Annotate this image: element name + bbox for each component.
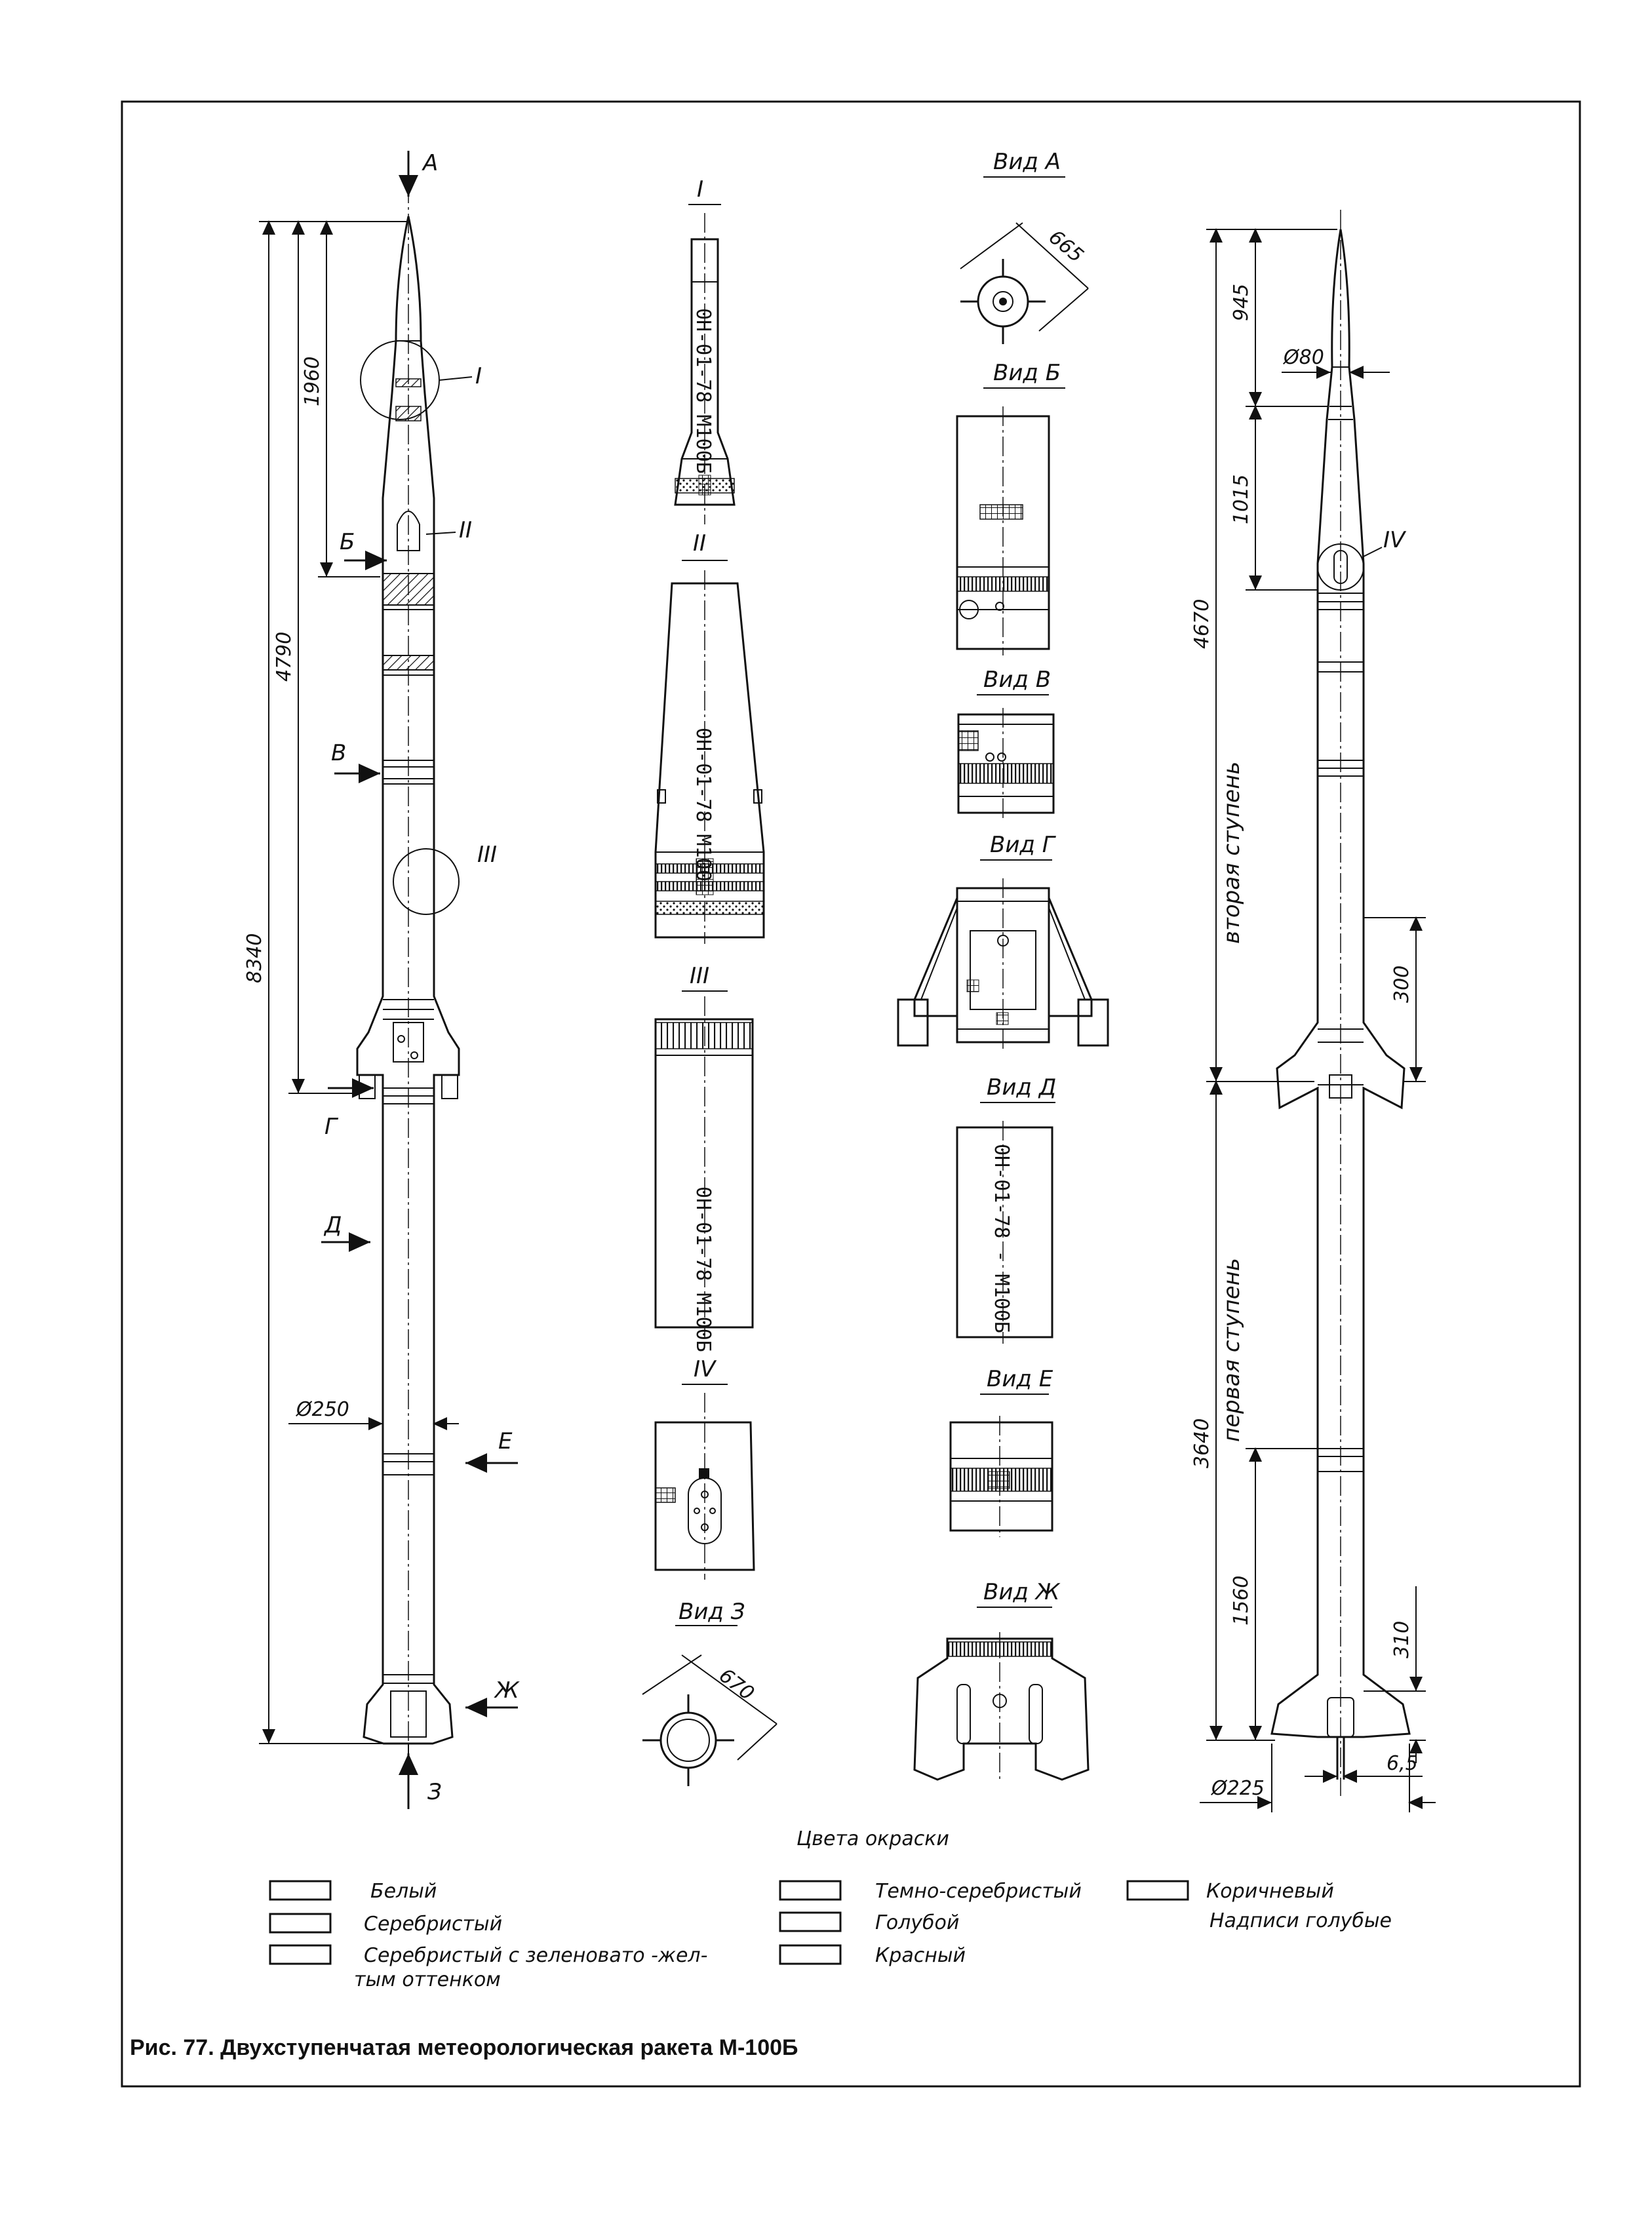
view-A-dim-665: 665 bbox=[1044, 225, 1088, 267]
view-Z-title: Вид З bbox=[678, 1599, 745, 1625]
dim-6-5: 6,5 bbox=[1386, 1752, 1418, 1775]
view-Zh-title: Вид Ж bbox=[983, 1579, 1061, 1605]
arrow-label-E: Е bbox=[498, 1428, 513, 1454]
arrow-label-V: В bbox=[331, 740, 346, 766]
legend-item-silver: Серебристый bbox=[364, 1913, 502, 1936]
view-V-title: Вид В bbox=[983, 667, 1051, 693]
view-G-title: Вид Г bbox=[990, 832, 1057, 858]
dim-4670: 4670 bbox=[1190, 599, 1213, 649]
legend-item-white: Белый bbox=[370, 1880, 437, 1903]
legend-item-brown: Коричневый bbox=[1206, 1880, 1334, 1903]
dim-4790: 4790 bbox=[273, 632, 296, 682]
detail-II-title: II bbox=[693, 530, 706, 556]
view-arrows: А Б I II В III Г Д Е Ж З bbox=[321, 150, 520, 1809]
dim-3640: 3640 bbox=[1190, 1418, 1213, 1468]
view-D-marking: 0Н-01-78 - М100Б bbox=[990, 1144, 1013, 1333]
dim-8340: 8340 bbox=[243, 933, 266, 983]
detail-mark-IV: IV bbox=[1383, 527, 1407, 553]
arrow-label-A: А bbox=[422, 150, 438, 176]
left-dimensions: 8340 4790 1960 Ø250 bbox=[243, 220, 459, 1744]
right-rocket: IV bbox=[1270, 210, 1411, 1796]
detail-views: I 0Н-01-78 М100Б II 0Н-01-78 М100 III 0Н… bbox=[642, 176, 777, 1786]
legend-item-silver-green-cont: тым оттенком bbox=[354, 1968, 501, 1991]
dim-945: 945 bbox=[1230, 284, 1253, 321]
right-dimensions: 4670 вторая ступень 945 1015 Ø80 300 364… bbox=[1190, 228, 1436, 1812]
left-rocket bbox=[356, 184, 460, 1783]
detail-III-marking: 0Н-01-78 М100Б bbox=[692, 1186, 715, 1352]
figure-caption: Рис. 77. Двухступенчатая метеорологическ… bbox=[130, 2035, 798, 2060]
legend-item-blue: Голубой bbox=[875, 1911, 959, 1934]
legend-item-dark-silver: Темно-серебристый bbox=[875, 1880, 1082, 1903]
dim-phi250: Ø250 bbox=[295, 1398, 349, 1421]
arrow-label-G: Г bbox=[324, 1114, 339, 1140]
dim-310: 310 bbox=[1390, 1621, 1413, 1658]
stage-second-label: вторая ступень bbox=[1219, 762, 1245, 944]
view-A-title: Вид А bbox=[993, 149, 1061, 175]
drawing-frame bbox=[121, 100, 1581, 2088]
view-E-title: Вид Е bbox=[987, 1366, 1053, 1392]
arrow-label-B: Б bbox=[340, 529, 355, 555]
detail-III-title: III bbox=[690, 963, 709, 989]
arrow-label-Zh: Ж bbox=[494, 1677, 520, 1704]
arrow-label-D: Д bbox=[323, 1212, 342, 1238]
dim-300: 300 bbox=[1390, 966, 1413, 1003]
section-mark-I: I bbox=[475, 363, 482, 389]
view-B-title: Вид Б bbox=[993, 360, 1061, 386]
view-Z-dim-670: 670 bbox=[715, 1664, 758, 1706]
dim-phi80: Ø80 bbox=[1282, 346, 1324, 369]
legend-title: Цвета окраски bbox=[796, 1827, 949, 1850]
arrow-label-Z: З bbox=[427, 1779, 442, 1805]
stage-first-label: первая ступень bbox=[1219, 1258, 1245, 1442]
detail-I-marking: 0Н-01-78 М100Б bbox=[692, 308, 715, 474]
detail-I-title: I bbox=[697, 176, 703, 203]
dim-1560: 1560 bbox=[1230, 1576, 1253, 1626]
detail-II-marking: 0Н-01-78 М100 bbox=[692, 728, 715, 882]
section-views: Вид А 665 Вид Б Вид В Вид Г bbox=[897, 149, 1109, 1783]
view-D-title: Вид Д bbox=[987, 1074, 1056, 1101]
section-mark-II: II bbox=[459, 517, 472, 543]
legend-item-red: Красный bbox=[875, 1944, 966, 1967]
dim-phi225: Ø225 bbox=[1210, 1777, 1265, 1800]
legend-note: Надписи голубые bbox=[1210, 1909, 1392, 1932]
color-legend: Цвета окраски Белый Серебристый Серебрис… bbox=[269, 1827, 1392, 1991]
legend-item-silver-green: Серебристый с зеленовато -жел- bbox=[364, 1944, 707, 1967]
dim-1960: 1960 bbox=[301, 357, 324, 406]
detail-IV-title: IV bbox=[694, 1356, 717, 1382]
dim-1015: 1015 bbox=[1230, 475, 1253, 524]
section-mark-III: III bbox=[477, 842, 497, 868]
